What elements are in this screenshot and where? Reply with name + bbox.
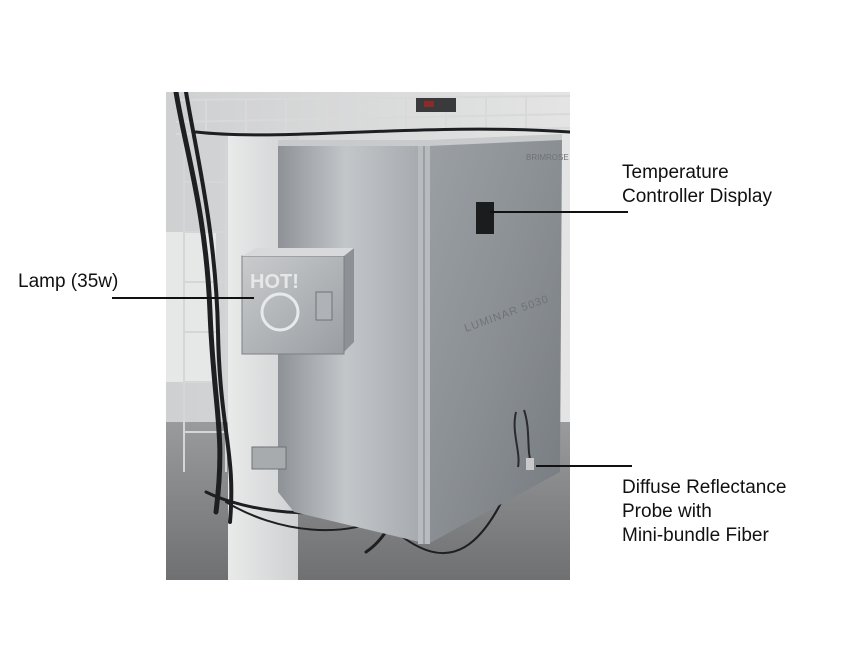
probe-head [526, 458, 534, 470]
lamp-label: Lamp (35w) [18, 270, 118, 294]
lamp-latch [315, 291, 333, 321]
lamp-enclosure-side [342, 248, 354, 354]
temperature-controller-label: Temperature Controller Display [622, 161, 772, 209]
hot-sign: HOT! [250, 271, 299, 293]
cabinet-left-door [278, 144, 428, 544]
brand-engraving: BRIMROSE [526, 153, 569, 162]
temperature-label-line-2: Controller Display [622, 186, 772, 207]
tray-equipment-red [424, 101, 434, 107]
temperature-label-line-1: Temperature [622, 162, 729, 183]
diffuse-probe-label: Diffuse Reflectance Probe with Mini-bund… [622, 476, 786, 548]
probe-label-line-3: Mini-bundle Fiber [622, 525, 769, 546]
temperature-display-window [476, 202, 494, 234]
cable-ladder [183, 142, 227, 472]
equipment-photo-drawing: LUMINAR 5030 BRIMROSE HOT! [166, 92, 570, 580]
probe-label-line-2: Probe with [622, 501, 712, 522]
probe-label-line-1: Diffuse Reflectance [622, 477, 787, 498]
equipment-photo: LUMINAR 5030 BRIMROSE HOT! [166, 92, 570, 580]
junction-box [251, 446, 287, 470]
lamp-label-line: Lamp (35w) [18, 271, 119, 292]
